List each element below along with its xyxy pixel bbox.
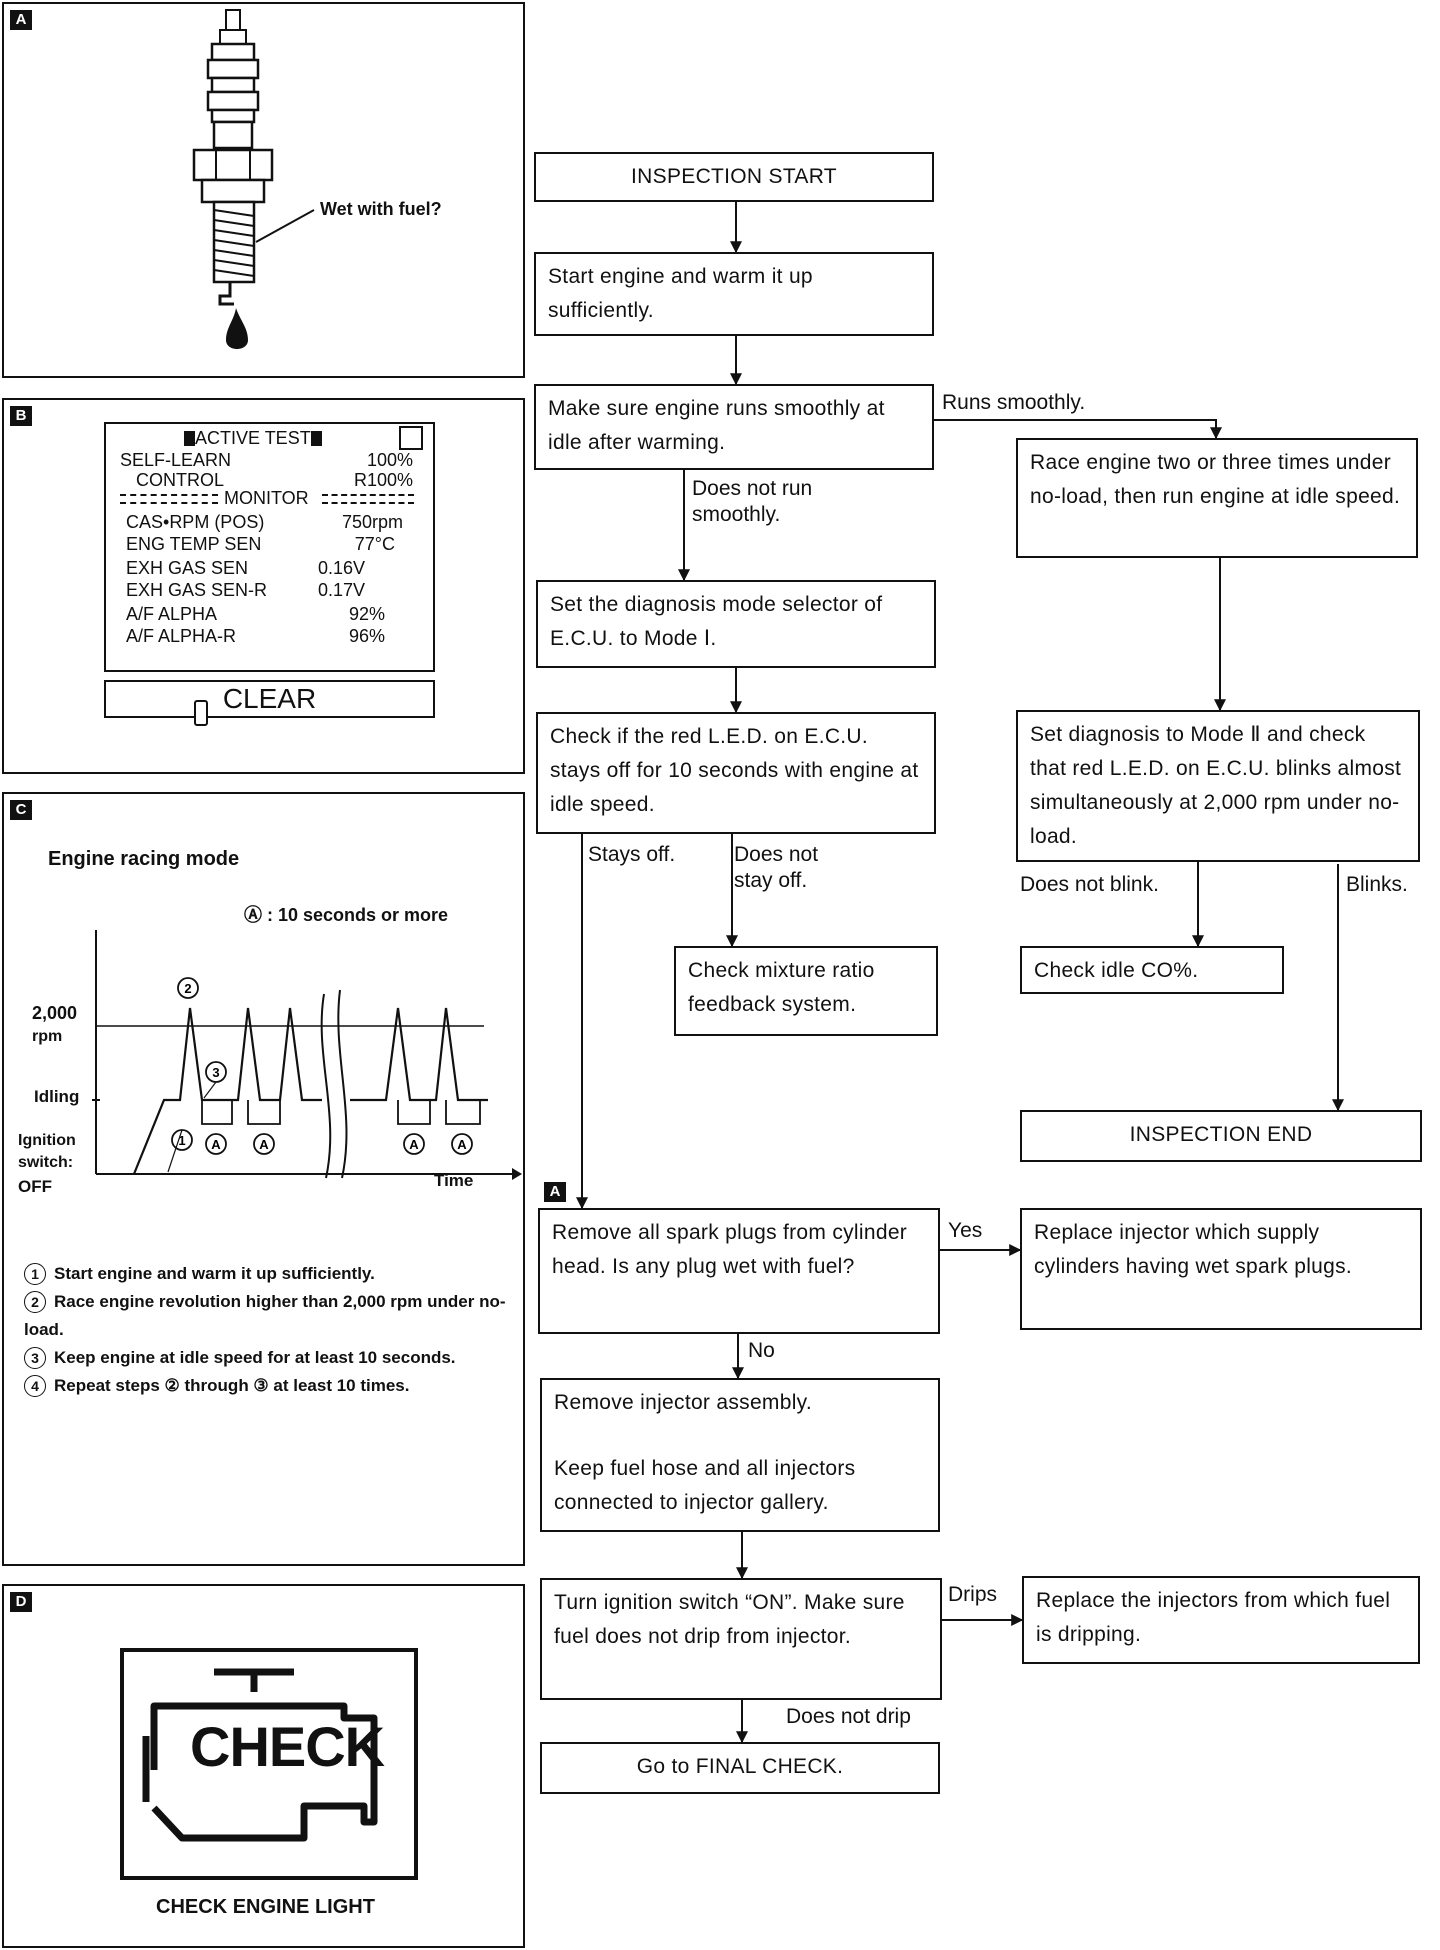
row-label: A/F ALPHA-R bbox=[126, 626, 237, 646]
marker-a: A bbox=[211, 1137, 221, 1152]
label-does-not-stay-off: Does not stay off. bbox=[734, 843, 819, 892]
y-label-idling: Idling bbox=[34, 1087, 80, 1106]
remove-injector-note: Keep fuel hose and all injectors connect… bbox=[554, 1457, 856, 1514]
row-label: ENG TEMP SEN bbox=[126, 534, 262, 554]
row-label: SELF-LEARN bbox=[120, 450, 232, 470]
label-no: No bbox=[748, 1339, 775, 1362]
race-engine-box: Race engine two or three times under no-… bbox=[1016, 438, 1418, 558]
row-label: CAS•RPM (POS) bbox=[126, 512, 265, 532]
wet-with-fuel-callout: Wet with fuel? bbox=[320, 199, 442, 219]
y-label-off: OFF bbox=[18, 1177, 52, 1196]
engine-icon-text: CHECK bbox=[190, 1715, 385, 1778]
remove-injector-box: Remove injector assembly. Keep fuel hose… bbox=[540, 1378, 940, 1532]
racing-mode-title: Engine racing mode bbox=[48, 848, 240, 870]
inspection-end-box: INSPECTION END bbox=[1020, 1110, 1422, 1162]
row-value: 96% bbox=[348, 626, 385, 646]
screen-corner-box bbox=[399, 426, 423, 450]
inspection-start-box: INSPECTION START bbox=[534, 152, 934, 202]
led-stays-off-box: Check if the red L.E.D. on E.C.U. stays … bbox=[536, 712, 936, 834]
y-label-rpm: rpm bbox=[32, 1028, 63, 1045]
screen-title: ACTIVE TEST bbox=[195, 428, 311, 448]
row-label: CONTROL bbox=[136, 470, 225, 490]
monitor-label: MONITOR bbox=[224, 488, 309, 508]
label-runs-smoothly: Runs smoothly. bbox=[942, 391, 1086, 414]
row-value: R100% bbox=[353, 470, 413, 490]
x-label-time: Time bbox=[434, 1171, 474, 1190]
warm-up-box: Start engine and warm it up sufficiently… bbox=[534, 252, 934, 336]
panel-c-engine-racing-mode: C Engine racing mode Ⓐ : 10 seconds or m… bbox=[2, 792, 525, 1566]
row-value: 77°C bbox=[354, 534, 395, 554]
marker-a: A bbox=[457, 1137, 467, 1152]
racing-mode-legend: Ⓐ : 10 seconds or more bbox=[244, 905, 449, 925]
pointer-cursor-icon bbox=[194, 700, 208, 726]
label-drips: Drips bbox=[948, 1583, 998, 1606]
check-engine-caption: CHECK ENGINE LIGHT bbox=[156, 1896, 375, 1918]
row-label: EXH GAS SEN bbox=[126, 558, 249, 578]
panel-a-tag: A bbox=[10, 10, 32, 30]
panel-d-check-engine-light: D CHECK CHECK ENGINE LIGHT bbox=[2, 1584, 525, 1948]
panel-d-tag: D bbox=[10, 1592, 32, 1612]
label-does-not-run: Does not run smoothly. bbox=[692, 477, 813, 526]
check-engine-lamp bbox=[120, 1648, 418, 1880]
screen-title-bar: ACTIVE TEST bbox=[184, 428, 322, 449]
panel-b-active-test: B ACTIVE TEST SELF-LEARN 100% CONTROL R1… bbox=[2, 398, 525, 774]
clear-button-label: CLEAR bbox=[222, 683, 317, 714]
row-value: 0.17V bbox=[317, 580, 365, 600]
active-test-screen: ACTIVE TEST SELF-LEARN 100% CONTROL R100… bbox=[104, 422, 435, 672]
panel-a-spark-plug: A bbox=[2, 2, 525, 378]
clear-button[interactable]: CLEAR bbox=[104, 680, 435, 718]
y-label-ignition: Ignition bbox=[18, 1132, 76, 1149]
racing-mode-graph: 2 3 1 A A A A bbox=[92, 930, 522, 1180]
label-stays-off: Stays off. bbox=[588, 843, 676, 866]
check-idle-co-box: Check idle CO%. bbox=[1020, 946, 1284, 994]
monitor-divider-right bbox=[322, 494, 414, 504]
panel-c-tag: C bbox=[10, 800, 32, 820]
monitor-divider-left bbox=[120, 494, 218, 504]
label-does-not-blink: Does not blink. bbox=[1020, 873, 1159, 896]
marker-2: 2 bbox=[184, 981, 191, 996]
marker-a: A bbox=[259, 1137, 269, 1152]
label-yes: Yes bbox=[948, 1219, 983, 1242]
y-label-2000: 2,000 bbox=[32, 1003, 78, 1023]
row-value: 0.16V bbox=[317, 558, 365, 578]
mode-2-box: Set diagnosis to Mode Ⅱ and check that r… bbox=[1016, 710, 1420, 862]
engine-icon bbox=[142, 1668, 378, 1842]
remove-plugs-box: Remove all spark plugs from cylinder hea… bbox=[538, 1208, 940, 1334]
row-value: 92% bbox=[348, 604, 385, 624]
marker-3: 3 bbox=[212, 1065, 219, 1080]
label-does-not-drip: Does not drip bbox=[786, 1705, 911, 1728]
label-blinks: Blinks. bbox=[1346, 873, 1408, 896]
replace-drip-box: Replace the injectors from which fuel is… bbox=[1022, 1576, 1420, 1664]
runs-smoothly-box: Make sure engine runs smoothly at idle a… bbox=[534, 384, 934, 470]
panel-b-tag: B bbox=[10, 406, 32, 426]
mode-1-box: Set the diagnosis mode selector of E.C.U… bbox=[536, 580, 936, 668]
row-label: EXH GAS SEN-R bbox=[126, 580, 268, 600]
ref-a-tag: A bbox=[544, 1182, 566, 1202]
row-label: A/F ALPHA bbox=[126, 604, 218, 624]
y-label-switch: switch: bbox=[18, 1154, 74, 1171]
row-value: 100% bbox=[366, 450, 413, 470]
marker-a: A bbox=[409, 1137, 419, 1152]
check-mixture-box: Check mixture ratio feedback system. bbox=[674, 946, 938, 1036]
remove-injector-line: Remove injector assembly. bbox=[554, 1391, 813, 1414]
replace-wet-box: Replace injector which supply cylinders … bbox=[1020, 1208, 1422, 1330]
ignition-on-box: Turn ignition switch “ON”. Make sure fue… bbox=[540, 1578, 942, 1700]
spark-plug-illustration bbox=[192, 9, 315, 349]
marker-1: 1 bbox=[178, 1133, 185, 1148]
row-value: 750rpm bbox=[341, 512, 403, 532]
final-check-box: Go to FINAL CHECK. bbox=[540, 1742, 940, 1794]
